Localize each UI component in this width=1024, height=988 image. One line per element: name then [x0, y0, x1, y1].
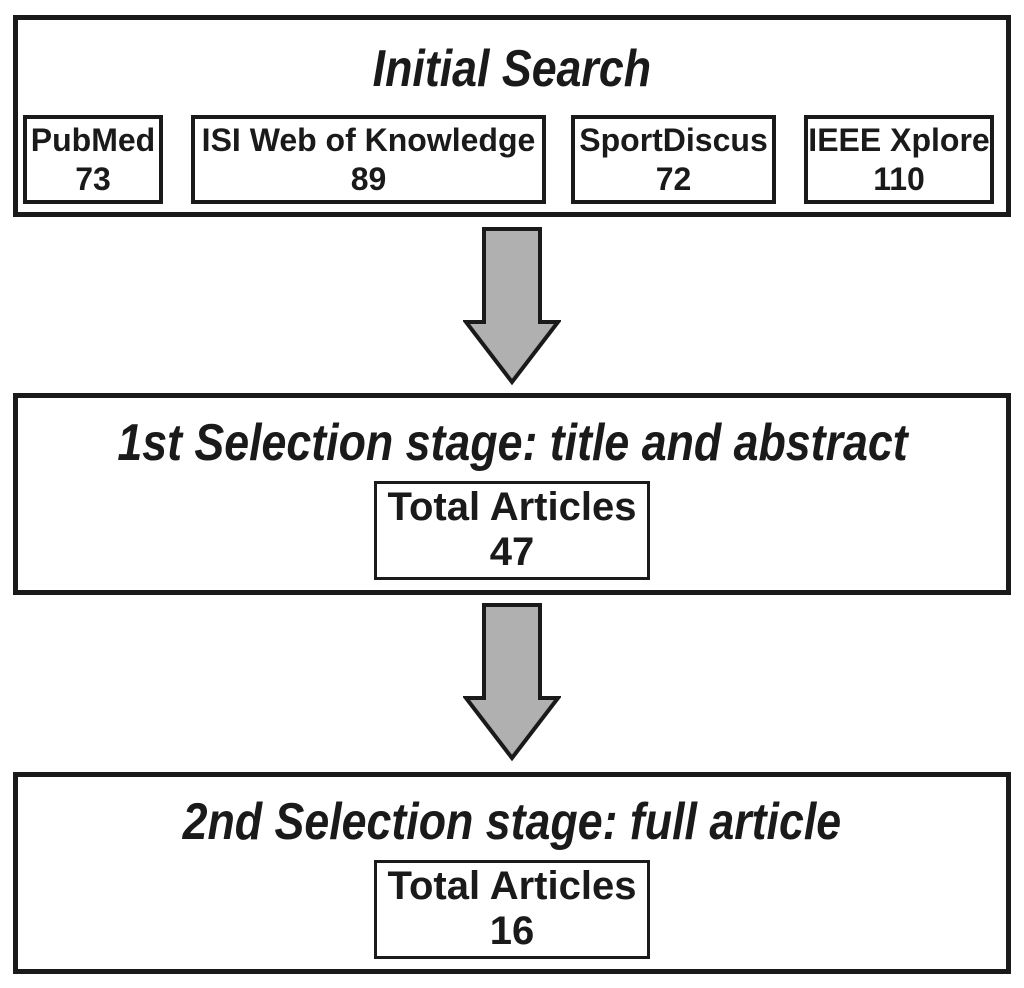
stage-title-text: 2nd Selection stage: full article: [182, 793, 842, 851]
down-arrow-icon: [463, 227, 561, 385]
source-box-pubmed: PubMed 73: [23, 115, 163, 204]
total-articles-box: Total Articles 16: [374, 859, 650, 959]
stage-title-first-selection: 1st Selection stage: title and abstract: [18, 398, 1006, 474]
source-box-isi-web-of-knowledge: ISI Web of Knowledge 89: [191, 115, 546, 204]
stage-title-text: 1st Selection stage: title and abstract: [116, 414, 908, 472]
total-articles-label: Total Articles: [387, 485, 637, 530]
source-label: ISI Web of Knowledge: [201, 121, 536, 158]
source-count: 110: [873, 160, 925, 197]
total-articles-box: Total Articles 47: [374, 480, 650, 580]
stage-title-second-selection: 2nd Selection stage: full article: [18, 777, 1006, 853]
total-articles-label: Total Articles: [387, 864, 637, 909]
source-box-ieee-xplore: IEEE Xplore 110: [804, 115, 994, 204]
total-articles-count: 47: [489, 530, 535, 575]
source-box-sportdiscus: SportDiscus 72: [571, 115, 776, 204]
source-label: SportDiscus: [579, 121, 768, 158]
source-label: IEEE Xplore: [808, 121, 990, 158]
stage-box-first-selection: 1st Selection stage: title and abstract …: [13, 393, 1011, 595]
source-count: 73: [75, 160, 111, 197]
source-count: 72: [655, 160, 692, 197]
stage-title-text: Initial Search: [372, 40, 652, 98]
total-articles-count: 16: [489, 909, 535, 954]
source-label: PubMed: [30, 121, 156, 158]
stage-box-second-selection: 2nd Selection stage: full article Total …: [13, 772, 1011, 974]
stage-box-initial-search: Initial Search PubMed 73 ISI Web of Know…: [13, 15, 1011, 217]
down-arrow-icon: [463, 603, 561, 761]
source-count: 89: [350, 160, 387, 197]
stage-title-initial-search: Initial Search: [18, 20, 1006, 100]
